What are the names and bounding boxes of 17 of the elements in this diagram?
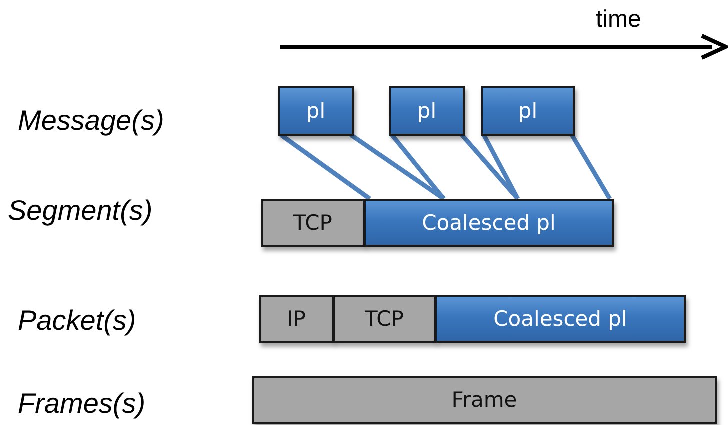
payload-block: pl	[389, 86, 465, 136]
axis-label: time	[596, 6, 642, 34]
connector-line	[570, 134, 612, 200]
row-label: Segment(s)	[8, 195, 153, 227]
header-block: TCP	[333, 295, 436, 343]
payload-block: pl	[481, 86, 575, 136]
payload-block: pl	[278, 86, 354, 136]
header-block: IP	[259, 295, 334, 343]
row-label: Message(s)	[18, 105, 164, 137]
header-block: TCP	[261, 199, 365, 247]
header-block: Frame	[252, 376, 717, 424]
row-label: Frames(s)	[18, 388, 146, 420]
connector-line	[390, 134, 446, 200]
payload-block: Coalesced pl	[364, 199, 614, 247]
connector-line	[482, 134, 520, 200]
payload-block: Coalesced pl	[435, 295, 686, 343]
row-label: Packet(s)	[18, 305, 136, 337]
